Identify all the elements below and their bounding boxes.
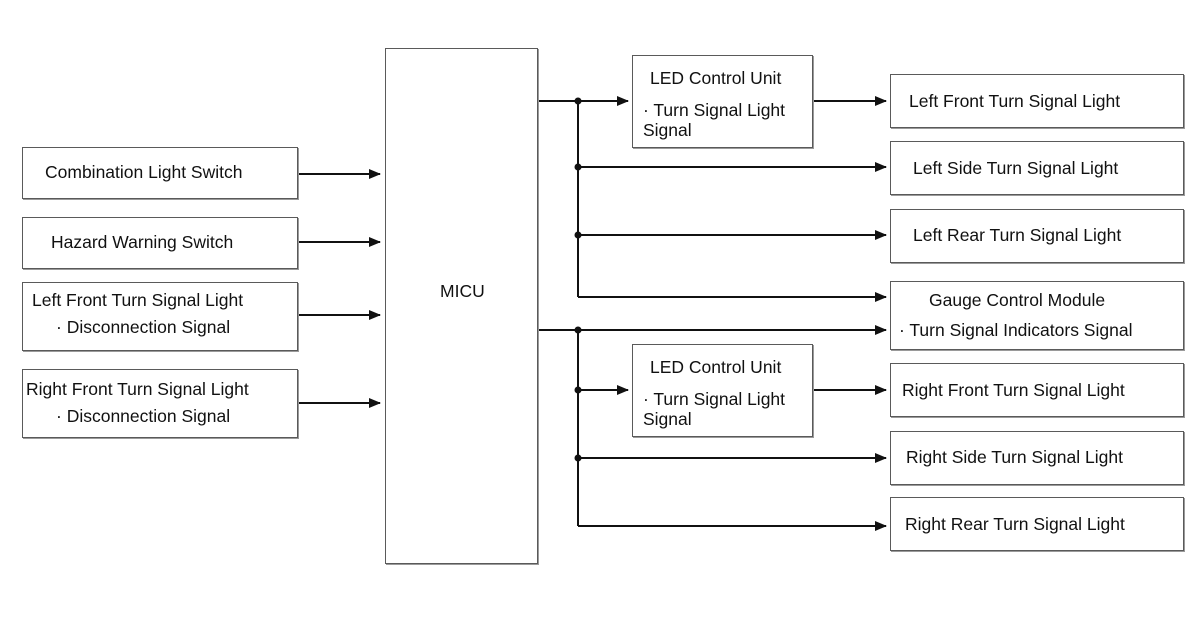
junction-dot: [574, 386, 582, 394]
combination-light-switch-label: Combination Light Switch: [45, 162, 243, 182]
junction-dot: [574, 163, 582, 171]
led-control-unit-left-line3: Signal: [643, 120, 692, 140]
hazard-warning-switch-box: Hazard Warning Switch: [22, 217, 298, 269]
right-front-disconnection-line1: Right Front Turn Signal Light: [26, 379, 249, 399]
led-control-unit-left-box: LED Control Unit · Turn Signal Light Sig…: [632, 55, 813, 148]
junction-dot: [574, 231, 582, 239]
led-control-unit-right-line2: · Turn Signal Light: [643, 389, 786, 409]
junction-dot: [574, 454, 582, 462]
left-front-disconnection-line2: · Disconnection Signal: [56, 317, 231, 337]
right-rear-turn-signal-label: Right Rear Turn Signal Light: [905, 514, 1125, 534]
led-control-unit-right-box: LED Control Unit · Turn Signal Light Sig…: [632, 344, 813, 437]
left-side-turn-signal-box: Left Side Turn Signal Light: [890, 141, 1184, 195]
junction-dot: [574, 97, 582, 105]
right-rear-turn-signal-box: Right Rear Turn Signal Light: [890, 497, 1184, 551]
led-control-unit-left-line2: · Turn Signal Light: [643, 100, 786, 120]
led-control-unit-left-title: LED Control Unit: [650, 68, 782, 88]
micu-label: MICU: [440, 281, 485, 301]
left-rear-turn-signal-label: Left Rear Turn Signal Light: [913, 225, 1122, 245]
left-front-turn-signal-box: Left Front Turn Signal Light: [890, 74, 1184, 128]
gauge-control-module-title: Gauge Control Module: [929, 290, 1106, 310]
right-front-disconnection-box: Right Front Turn Signal Light · Disconne…: [22, 369, 298, 438]
left-front-disconnection-box: Left Front Turn Signal Light · Disconnec…: [22, 282, 298, 351]
combination-light-switch-box: Combination Light Switch: [22, 147, 298, 199]
micu-box: MICU: [385, 48, 538, 564]
right-front-turn-signal-label: Right Front Turn Signal Light: [902, 380, 1125, 400]
right-side-turn-signal-box: Right Side Turn Signal Light: [890, 431, 1184, 485]
junction-dot: [574, 326, 582, 334]
left-rear-turn-signal-box: Left Rear Turn Signal Light: [890, 209, 1184, 263]
led-control-unit-right-line3: Signal: [643, 409, 692, 429]
left-side-turn-signal-label: Left Side Turn Signal Light: [913, 158, 1119, 178]
right-front-turn-signal-box: Right Front Turn Signal Light: [890, 363, 1184, 417]
led-control-unit-right-title: LED Control Unit: [650, 357, 782, 377]
gauge-control-module-signal: · Turn Signal Indicators Signal: [899, 320, 1133, 340]
left-front-disconnection-line1: Left Front Turn Signal Light: [32, 290, 244, 310]
hazard-warning-switch-label: Hazard Warning Switch: [51, 232, 234, 252]
right-side-turn-signal-label: Right Side Turn Signal Light: [906, 447, 1123, 467]
left-front-turn-signal-label: Left Front Turn Signal Light: [909, 91, 1121, 111]
gauge-control-module-box: Gauge Control Module · Turn Signal Indic…: [890, 281, 1184, 350]
right-front-disconnection-line2: · Disconnection Signal: [56, 406, 231, 426]
